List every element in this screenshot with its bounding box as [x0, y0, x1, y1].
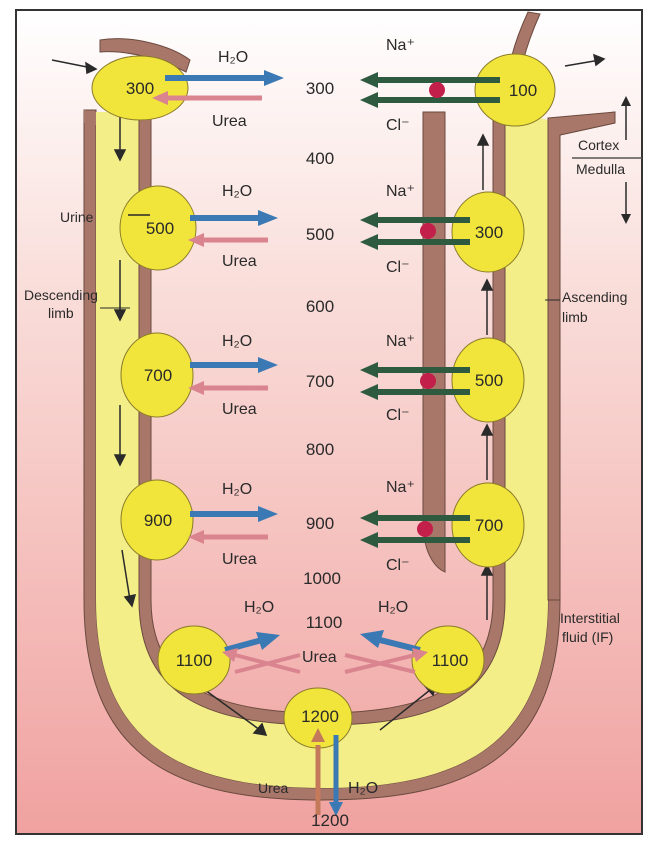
chloride-label: Cl⁻: [386, 259, 410, 276]
water-label: H₂O: [222, 183, 252, 200]
urine-label: Urine: [60, 209, 94, 225]
osmolarity-value: 500: [306, 225, 334, 244]
interstitial-fluid-label: Interstitial: [560, 610, 620, 626]
osmolarity-value: 300: [306, 79, 334, 98]
urea-label: Urea: [302, 649, 337, 666]
sodium-label: Na⁺: [386, 333, 415, 350]
descending-cell-value: 500: [146, 219, 174, 238]
descending-limb-label-line2: limb: [48, 305, 74, 321]
ion-pump: [420, 373, 436, 389]
chloride-label: Cl⁻: [386, 117, 410, 134]
medulla-label: Medulla: [576, 161, 625, 177]
ion-pump: [429, 82, 445, 98]
osmolarity-value: 1000: [303, 569, 341, 588]
ion-pump: [417, 521, 433, 537]
bottom-cell-value: 1200: [301, 707, 339, 726]
ascending-cell-value: 100: [509, 81, 537, 100]
osmolarity-value: 700: [306, 372, 334, 391]
descending-limb-label: Descending: [24, 287, 98, 303]
descending-entry-wall: [84, 110, 96, 125]
urea-label: Urea: [212, 113, 247, 130]
osmolarity-value: 800: [306, 440, 334, 459]
water-label: H₂O: [222, 481, 252, 498]
descending-cell-value: 300: [126, 79, 154, 98]
chloride-label: Cl⁻: [386, 407, 410, 424]
ascending-cell-value: 500: [475, 371, 503, 390]
ascending-limb-label-line2: limb: [562, 309, 588, 325]
osmolarity-value: 1100: [306, 613, 343, 632]
descending-cell-value: 700: [144, 366, 172, 385]
ion-pump: [420, 223, 436, 239]
bottom-osmolarity-value: 1200: [311, 811, 349, 830]
water-label: H₂O: [222, 333, 252, 350]
urea-label: Urea: [222, 551, 257, 568]
descending-cell-value: 1100: [176, 651, 213, 670]
ascending-inner-wall-column: [423, 112, 445, 572]
chloride-label: Cl⁻: [386, 557, 410, 574]
ascending-cell-value: 1100: [432, 651, 469, 670]
ascending-cell-value: 300: [475, 223, 503, 242]
sodium-label: Na⁺: [386, 183, 415, 200]
osmolarity-value: 900: [306, 514, 334, 533]
sodium-label: Na⁺: [386, 479, 415, 496]
ascending-cell-value: 700: [475, 516, 503, 535]
ascending-limb-label: Ascending: [562, 289, 627, 305]
urea-label: Urea: [222, 253, 257, 270]
descending-cell-value: 900: [144, 511, 172, 530]
water-label: H₂O: [244, 599, 274, 616]
sodium-label: Na⁺: [386, 37, 415, 54]
interstitial-fluid-label-line2: fluid (IF): [562, 629, 613, 645]
osmolarity-value: 600: [306, 297, 334, 316]
water-label: H₂O: [348, 780, 378, 797]
urea-label: Urea: [258, 780, 289, 796]
urea-label: Urea: [222, 401, 257, 418]
water-label: H₂O: [218, 49, 248, 66]
osmolarity-value: 400: [306, 149, 334, 168]
cortex-label: Cortex: [578, 137, 619, 153]
water-label: H₂O: [378, 599, 408, 616]
